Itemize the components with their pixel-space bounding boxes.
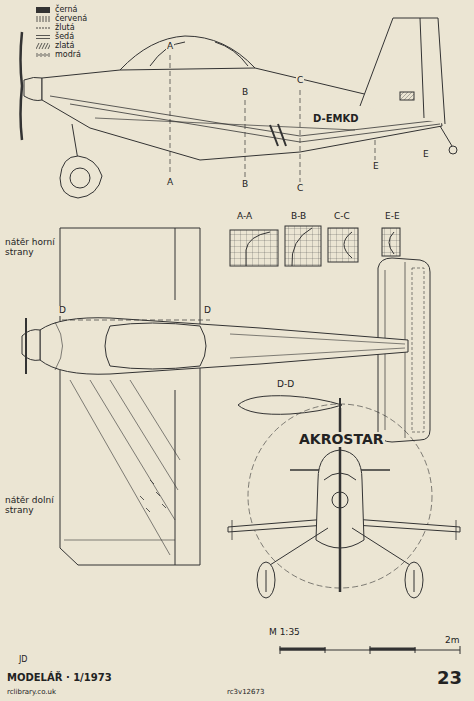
section-title: C-C <box>333 212 351 222</box>
section-marker: A <box>166 42 174 52</box>
legend-sample <box>36 16 50 22</box>
legend-text: žlutá <box>55 24 75 32</box>
cross-sections <box>230 226 400 266</box>
legend-row: šedá <box>36 33 74 41</box>
scale-text: M 1:35 <box>268 628 301 638</box>
legend-row: zlatá <box>36 42 74 50</box>
top-view <box>22 228 430 565</box>
section-marker: C <box>296 184 304 194</box>
legend-text: zlatá <box>55 42 74 50</box>
side-view <box>21 18 458 198</box>
legend-text: červená <box>55 15 87 23</box>
legend-text: šedá <box>55 33 74 41</box>
legend-text: černá <box>55 6 77 14</box>
watermark: rclibrary.co.uk <box>6 689 57 697</box>
legend-sample <box>36 43 50 49</box>
section-title: D-D <box>276 380 295 390</box>
legend-sample <box>36 52 50 58</box>
page-number: 23 <box>436 668 463 688</box>
drawing-title: AKROSTAR <box>298 432 385 447</box>
section-title: A-A <box>236 212 253 222</box>
section-marker: B <box>241 180 249 190</box>
paint-note: nátěr horní strany <box>4 238 58 258</box>
legend-text: modrá <box>55 51 81 59</box>
legend-row: červená <box>36 15 87 23</box>
watermark: rc3v12673 <box>226 689 265 697</box>
section-marker: C <box>296 76 304 86</box>
section-marker: D <box>58 306 67 316</box>
front-view <box>228 398 460 654</box>
scale-text: 2m <box>444 636 461 646</box>
author-mark: JD <box>18 656 29 665</box>
section-marker: B <box>241 88 249 98</box>
legend-sample <box>36 34 50 40</box>
section-marker: E <box>372 162 380 172</box>
section-title: B-B <box>290 212 307 222</box>
legend-row: žlutá <box>36 24 75 32</box>
magazine-issue: MODELÁŘ · 1/1973 <box>6 672 113 683</box>
section-marker: D <box>203 306 212 316</box>
legend-row: černá <box>36 6 77 14</box>
paint-note: nátěr dolní strany <box>4 496 58 516</box>
registration: D-EMKD <box>312 113 359 124</box>
section-title: E-E <box>384 212 401 222</box>
legend-row: modrá <box>36 51 81 59</box>
legend-sample <box>36 25 50 31</box>
legend-sample <box>36 7 50 13</box>
section-marker: E <box>422 150 430 160</box>
section-marker: A <box>166 178 174 188</box>
